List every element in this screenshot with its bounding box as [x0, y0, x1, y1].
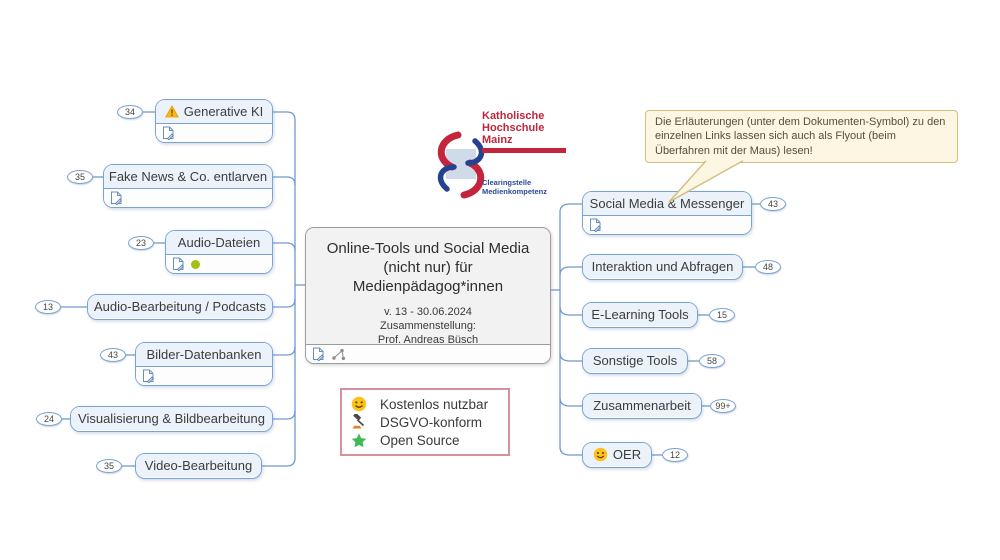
- node-label: Audio-Bearbeitung / Podcasts: [94, 299, 266, 314]
- node-label: OER: [612, 447, 642, 462]
- document-icon[interactable]: [312, 347, 325, 361]
- node-video-bearbeitung[interactable]: Video-Bearbeitung: [135, 453, 262, 479]
- node-label: Social Media & Messenger: [589, 196, 745, 211]
- legend-label: Open Source: [380, 432, 460, 448]
- count-badge[interactable]: 15: [709, 308, 735, 322]
- central-title-line: Online-Tools und Social Media: [326, 240, 530, 257]
- node-zusammenarbeit[interactable]: Zusammenarbeit: [582, 393, 702, 419]
- callout-note[interactable]: Die Erläuterungen (unter dem Dokumenten-…: [645, 110, 958, 204]
- author-line: Prof. Andreas Büsch: [377, 334, 479, 346]
- node-label: Sonstige Tools: [592, 353, 678, 368]
- node-label: E-Learning Tools: [591, 307, 689, 322]
- count-badge[interactable]: 12: [662, 448, 688, 462]
- legend-row-free: Kostenlos nutzbar: [351, 395, 499, 413]
- node-generative-ki[interactable]: Generative KI: [155, 99, 273, 143]
- link-network-icon[interactable]: [331, 348, 346, 361]
- count-badge[interactable]: 23: [128, 236, 154, 250]
- node-bilder-datenbanken[interactable]: Bilder-Datenbanken: [135, 342, 273, 386]
- document-icon[interactable]: [589, 218, 602, 232]
- legend-box[interactable]: Kostenlos nutzbar DSGVO-konform Open Sou…: [340, 388, 510, 456]
- node-label: Fake News & Co. entlarven: [108, 169, 268, 184]
- node-label: Bilder-Datenbanken: [146, 347, 262, 362]
- node-elearning[interactable]: E-Learning Tools: [582, 302, 698, 328]
- callout-pointer: [668, 160, 744, 204]
- kh-mainz-logo-mark: [430, 128, 492, 202]
- legend-label: DSGVO-konform: [380, 414, 483, 430]
- count-badge[interactable]: 35: [96, 459, 122, 473]
- logo-org-line: Katholische: [482, 110, 545, 122]
- count-badge[interactable]: 99+: [710, 399, 736, 413]
- logo-unit-line: Clearingstelle: [482, 178, 532, 187]
- document-icon[interactable]: [172, 257, 185, 271]
- count-badge[interactable]: 34: [117, 105, 143, 119]
- node-label: Zusammenarbeit: [593, 398, 691, 413]
- count-badge[interactable]: 43: [760, 197, 786, 211]
- legend-label: Kostenlos nutzbar: [380, 396, 489, 412]
- node-audio-bearbeitung[interactable]: Audio-Bearbeitung / Podcasts: [87, 294, 273, 320]
- logo-org-line: Hochschule: [482, 122, 545, 134]
- node-label: Audio-Dateien: [177, 235, 261, 250]
- node-label: Visualisierung & Bildbearbeitung: [78, 411, 265, 426]
- logo-org-line: Mainz: [482, 134, 513, 146]
- node-label: Generative KI: [183, 104, 264, 119]
- version-line: v. 13 - 30.06.2024: [384, 306, 472, 318]
- central-title-line: (nicht nur) für: [383, 259, 473, 276]
- legend-row-opensource: Open Source: [351, 431, 499, 449]
- node-interaktion[interactable]: Interaktion und Abfragen: [582, 254, 743, 280]
- gavel-icon: [351, 414, 367, 430]
- logo-tagline-bar: [482, 148, 566, 153]
- central-title-line: Medienpädagog*innen: [352, 278, 504, 295]
- node-audio-dateien[interactable]: Audio-Dateien: [165, 230, 273, 274]
- central-topic[interactable]: Online-Tools und Social Media (nicht nur…: [305, 227, 551, 364]
- star-icon: [351, 433, 367, 448]
- legend-row-dsgvo: DSGVO-konform: [351, 413, 499, 431]
- node-label: Video-Bearbeitung: [144, 458, 253, 473]
- logo-unit-line: Medienkompetenz: [482, 187, 548, 196]
- count-badge[interactable]: 58: [699, 354, 725, 368]
- count-badge[interactable]: 24: [36, 412, 62, 426]
- node-label: Interaktion und Abfragen: [591, 259, 734, 274]
- document-icon[interactable]: [162, 126, 175, 140]
- document-icon[interactable]: [110, 191, 123, 205]
- warning-icon: [164, 105, 179, 118]
- node-fake-news[interactable]: Fake News & Co. entlarven: [103, 164, 273, 208]
- node-social-media[interactable]: Social Media & Messenger: [582, 191, 752, 235]
- count-badge[interactable]: 48: [755, 260, 781, 274]
- count-badge[interactable]: 13: [35, 300, 61, 314]
- central-topic-body: Online-Tools und Social Media (nicht nur…: [306, 228, 550, 346]
- count-badge[interactable]: 43: [100, 348, 126, 362]
- callout-text: Die Erläuterungen (unter dem Dokumenten-…: [655, 116, 946, 157]
- green-dot-icon: [191, 259, 200, 269]
- count-badge[interactable]: 35: [67, 170, 93, 184]
- smiley-icon: [351, 396, 367, 412]
- node-oer[interactable]: OER: [582, 442, 652, 468]
- smiley-icon: [593, 447, 608, 462]
- node-sonstige-tools[interactable]: Sonstige Tools: [582, 348, 688, 374]
- compiled-by-line: Zusammenstellung:: [380, 320, 476, 332]
- document-icon[interactable]: [142, 369, 155, 383]
- node-visualisierung[interactable]: Visualisierung & Bildbearbeitung: [70, 406, 273, 432]
